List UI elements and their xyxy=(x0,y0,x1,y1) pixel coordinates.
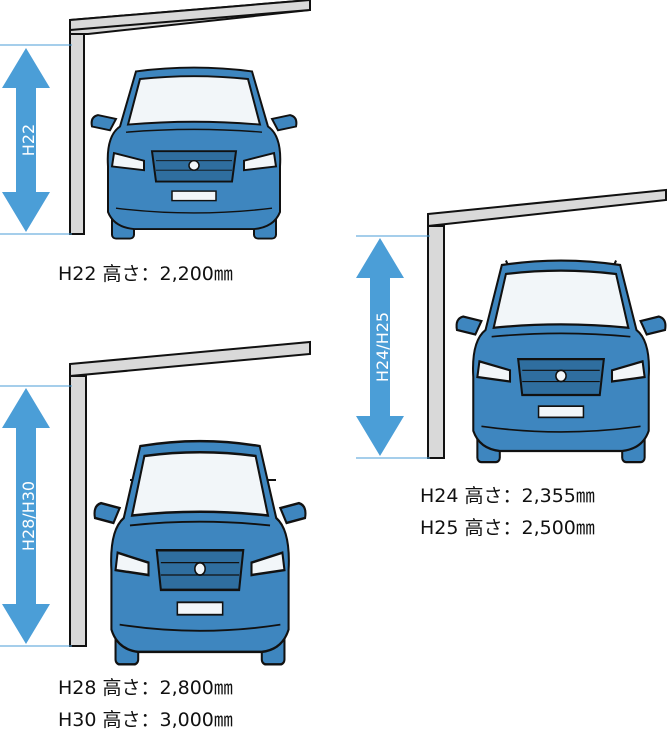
suv-car xyxy=(455,259,667,464)
panel-h28-h30: H28/H30 xyxy=(0,340,311,666)
panel-h24-h25: H24/H25 xyxy=(356,188,667,464)
arrow-label: H24/H25 xyxy=(373,312,392,382)
height-spec-line: H24 高さ：2,355㎜ xyxy=(420,485,595,507)
panel-h24-h25-caption: H24 高さ：2,355㎜ H25 高さ：2,500㎜ xyxy=(420,480,595,544)
sedan-car xyxy=(90,66,298,240)
arrow-label: H28/H30 xyxy=(19,481,38,551)
height-spec-line: H28 高さ：2,800㎜ xyxy=(58,677,233,699)
height-arrow: H22 xyxy=(2,48,50,232)
panel-h22-caption: H22 高さ：2,200㎜ xyxy=(58,258,233,290)
carport-structure xyxy=(427,188,667,459)
carport-structure xyxy=(69,0,311,235)
panel-h22: H22 xyxy=(0,0,311,240)
panel-h28-h30-caption: H28 高さ：2,800㎜ H30 高さ：3,000㎜ xyxy=(58,672,233,736)
van-car xyxy=(93,439,307,666)
height-spec-line: H25 高さ：2,500㎜ xyxy=(420,517,595,539)
height-spec-line: H30 高さ：3,000㎜ xyxy=(58,709,233,731)
height-spec-line: H22 高さ：2,200㎜ xyxy=(58,263,233,285)
height-arrow: H24/H25 xyxy=(356,238,404,456)
height-arrow: H28/H30 xyxy=(2,388,50,644)
arrow-label: H22 xyxy=(19,124,38,156)
carport-structure xyxy=(69,340,311,647)
